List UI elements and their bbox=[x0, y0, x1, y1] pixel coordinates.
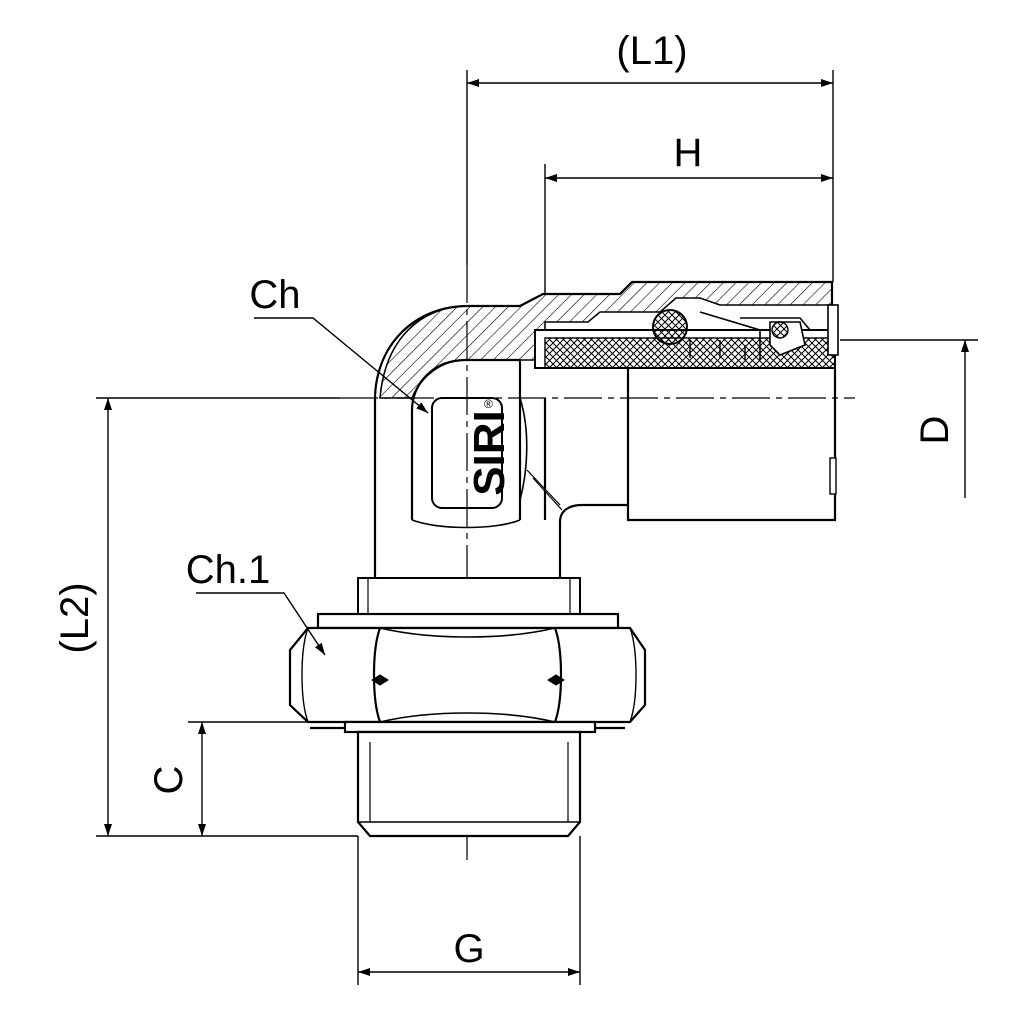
logo-recess bbox=[431, 397, 503, 509]
label-L2: (L2) bbox=[53, 582, 97, 653]
label-D: D bbox=[913, 416, 957, 445]
label-H: H bbox=[674, 131, 703, 175]
label-Ch1: Ch.1 bbox=[186, 548, 271, 592]
dimensions bbox=[96, 70, 978, 985]
label-G: G bbox=[453, 927, 484, 971]
elbow-section-hatch bbox=[379, 281, 833, 399]
label-C: C bbox=[147, 766, 191, 795]
hex-nut bbox=[288, 612, 647, 734]
brand-registered-mark: ® bbox=[484, 397, 493, 411]
male-thread bbox=[356, 730, 582, 838]
ch-leader bbox=[254, 317, 429, 414]
o-ring bbox=[652, 309, 688, 345]
upper-neck bbox=[357, 577, 581, 615]
label-Ch: Ch bbox=[249, 273, 300, 317]
tube bbox=[543, 368, 837, 522]
leaders bbox=[196, 317, 429, 656]
ch1-leader bbox=[196, 592, 326, 656]
label-L1: (L1) bbox=[616, 29, 687, 73]
push-in-cartridge bbox=[534, 304, 839, 369]
brand-logo-text: SIRI bbox=[465, 410, 514, 496]
